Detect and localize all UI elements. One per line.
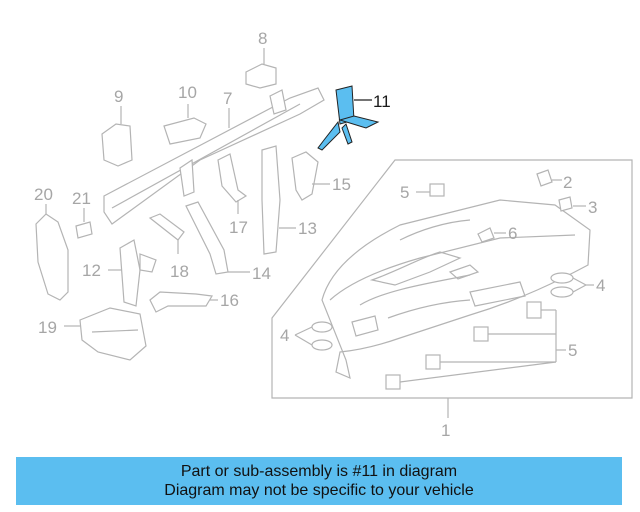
part-4-grommets-left [294,321,333,351]
callout-7: 7 [223,89,232,108]
callout-15: 15 [332,175,351,194]
callout-21: 21 [72,189,91,208]
part-20-side-cover [35,204,69,301]
part-15-bracket [291,151,330,201]
callout-19: 19 [38,318,57,337]
callout-10: 10 [178,83,197,102]
part-17-bracket [217,153,248,214]
part-3-clip [558,196,586,212]
callout-2: 2 [563,173,572,192]
part-12-bracket [108,239,157,307]
part-4-grommets-right [550,272,594,298]
part-8-bracket [245,48,277,89]
callout-18: 18 [170,262,189,281]
part-21-clip [75,208,93,239]
callout-13: 13 [298,219,317,238]
part-16-harness-bracket [149,291,218,313]
callout-20: 20 [34,185,53,204]
part-5-clips [385,183,566,390]
callout-14: 14 [252,264,271,283]
part-7-cross-beam [103,87,325,225]
callout-8: 8 [258,29,267,48]
callout-1: 1 [441,421,450,440]
part-2-clip [536,169,562,187]
part-9-bracket [101,106,133,167]
callout-5-top: 5 [400,183,409,202]
callout-4-left: 4 [280,326,289,345]
callout-6: 6 [508,224,517,243]
callout-4-right: 4 [596,276,605,295]
callout-11: 11 [373,92,391,111]
info-banner: Part or sub-assembly is #11 in diagram D… [16,457,622,505]
part-6-clip [477,227,506,243]
callout-5-right: 5 [568,341,577,360]
part-18-bracket [148,213,185,254]
callout-3: 3 [588,198,597,217]
banner-line-2: Diagram may not be specific to your vehi… [164,482,474,499]
callout-12: 12 [82,261,101,280]
part-10-bracket [163,104,207,145]
part-14-brace [185,201,250,275]
parts-diagram: 1 2 3 4 4 5 5 [34,29,633,440]
part-11-bracket-highlighted [317,85,380,151]
part-19-bracket-assembly [64,307,147,361]
callout-16: 16 [220,291,239,310]
banner-line-1: Part or sub-assembly is #11 in diagram [180,463,458,480]
callout-9: 9 [114,87,123,106]
callout-17: 17 [229,218,248,237]
part-13-pillar-reinforcement [261,145,296,255]
part-1-instrument-panel [271,159,633,399]
